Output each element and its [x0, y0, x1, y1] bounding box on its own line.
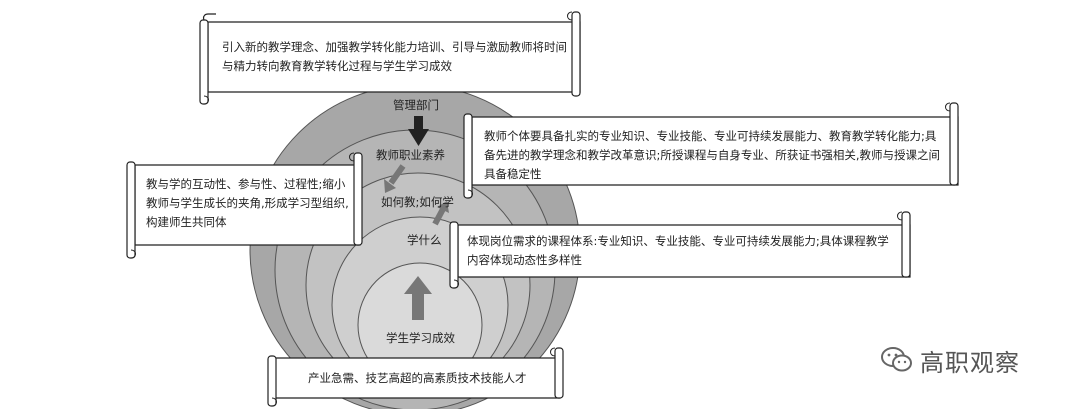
scroll-left-text: 教与学的互动性、参与性、过程性;缩小教师与学生成长的夹角,形成学习型组织,构建师… — [146, 177, 349, 229]
diagonal-arrow-left — [384, 164, 406, 193]
wechat-icon — [881, 347, 912, 372]
scroll-bottom-text: 产业急需、技艺高超的高素质技术技能人才 — [308, 371, 527, 385]
watermark-text: 高职观察 — [920, 348, 1020, 377]
scroll-right-upper-text: 教师个体要具备扎实的专业知识、专业技能、专业可持续发展能力、教育教学转化能力;具… — [484, 129, 941, 181]
watermark: 高职观察 — [880, 340, 1070, 380]
scroll-right-upper — [463, 102, 959, 199]
scroll-right-lower — [449, 211, 911, 289]
scroll-left — [126, 152, 363, 259]
outcome-up-arrow — [404, 276, 432, 320]
scroll-top-text: 引入新的教学理念、加强教学转化能力培训、引导与激励教师将时间与精力转向教育教学转… — [222, 40, 567, 73]
teacher-quality-label: 教师职业素养 — [376, 148, 445, 162]
management-down-arrow — [408, 116, 429, 146]
scroll-bottom — [267, 347, 564, 407]
learning-outcome-label: 学生学习成效 — [386, 331, 455, 345]
scroll-right-lower-text: 体现岗位需求的课程体系:专业知识、专业技能、专业可持续发展能力;具体课程教学内容… — [467, 234, 889, 267]
what-to-learn-label: 学什么 — [407, 233, 442, 247]
scroll-top — [199, 11, 581, 105]
management-label: 管理部门 — [393, 98, 439, 112]
diagonal-arrow-right — [432, 201, 449, 226]
how-teach-learn-label: 如何教;如何学 — [381, 195, 454, 209]
